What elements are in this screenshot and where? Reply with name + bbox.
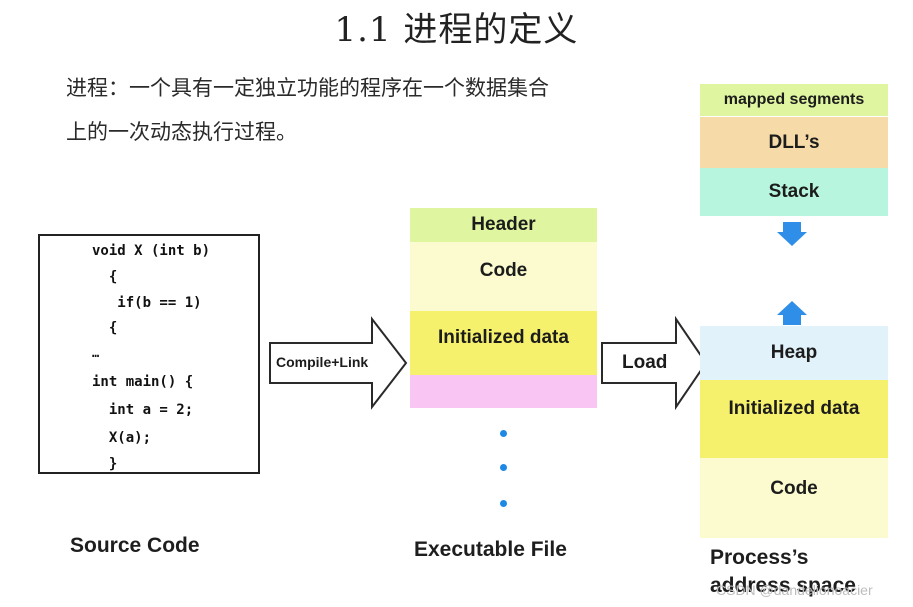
- code-line-6: int main() {: [92, 374, 194, 390]
- proc-code-block: Code: [700, 458, 888, 538]
- code-line-4: {: [92, 320, 118, 336]
- definition-line-2: 上的一次动态执行过程。: [66, 120, 297, 144]
- arrow-down-icon: [777, 222, 807, 246]
- source-code-box: void X (int b) { if(b == 1) { … int main…: [38, 234, 260, 474]
- source-code-caption: Source Code: [70, 534, 200, 557]
- code-line-8: X(a);: [92, 430, 152, 446]
- exe-header-block: Header: [410, 208, 597, 242]
- load-arrow: [601, 316, 708, 410]
- code-line-7: int a = 2;: [92, 402, 194, 418]
- stack-block: Stack: [700, 168, 888, 216]
- compile-link-label: Compile+Link: [276, 354, 369, 370]
- process-caption-line-1: Process’s: [710, 546, 809, 569]
- ellipsis-dot: [500, 500, 507, 507]
- slide-title: 1.1 进程的定义: [334, 10, 579, 50]
- heap-block: Heap: [700, 326, 888, 380]
- executable-caption: Executable File: [414, 538, 567, 561]
- dll-block: DLL’s: [700, 117, 888, 168]
- exe-init-data-block: Initialized data: [410, 311, 597, 375]
- compile-arrow: [269, 316, 408, 410]
- code-line-3: if(b == 1): [92, 295, 202, 311]
- code-line-5: …: [92, 346, 100, 360]
- watermark: CSDN @dandelionoacier: [716, 582, 873, 598]
- definition-line-1: 进程：一个具有一定独立功能的程序在一个数据集合: [66, 76, 549, 100]
- code-line-1: void X (int b): [92, 243, 211, 259]
- proc-init-data-block: Initialized data: [700, 380, 888, 458]
- ellipsis-dot: [500, 430, 507, 437]
- code-line-2: {: [92, 269, 118, 285]
- ellipsis-dot: [500, 464, 507, 471]
- load-label: Load: [622, 352, 668, 373]
- exe-code-block: Code: [410, 242, 597, 311]
- process-caption-line-2: address space: [710, 574, 856, 597]
- code-line-9: }: [92, 456, 118, 472]
- mapped-segments-block: mapped segments: [700, 84, 888, 116]
- arrow-up-icon: [777, 301, 807, 325]
- exe-bss-block: [410, 375, 597, 408]
